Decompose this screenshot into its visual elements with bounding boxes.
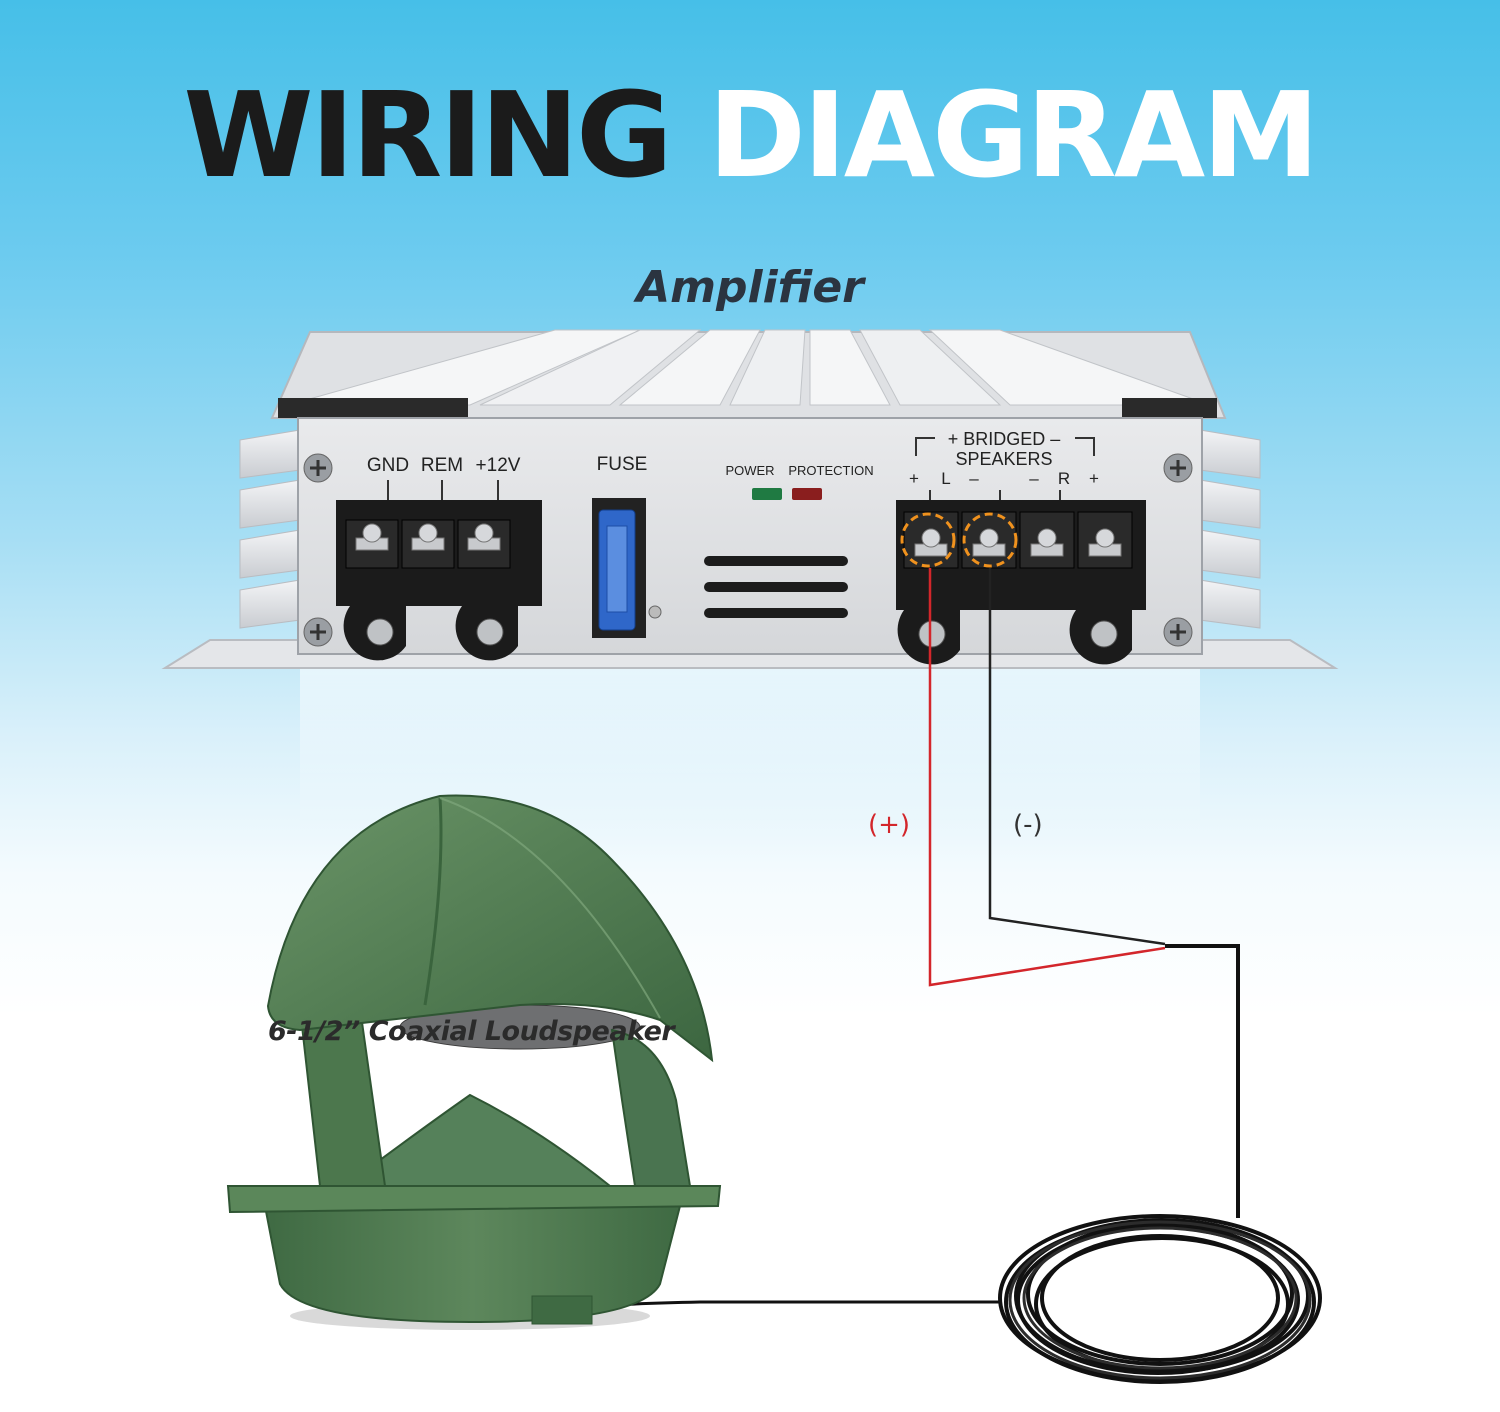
protection-led bbox=[792, 488, 822, 500]
speaker-label: 6-1/2” Coaxial Loudspeaker bbox=[268, 1016, 675, 1047]
positive-terminal-highlight bbox=[900, 512, 956, 568]
polarity-mark: L bbox=[941, 469, 950, 488]
power-terminal-block bbox=[336, 500, 542, 661]
positive-wire-label: (+) bbox=[868, 810, 911, 840]
polarity-mark: + bbox=[1089, 469, 1099, 488]
protection-indicator-label: PROTECTION bbox=[788, 463, 873, 478]
polarity-mark: R bbox=[1058, 469, 1070, 488]
speaker-dome-ridge bbox=[423, 797, 443, 1006]
vent-slots bbox=[704, 556, 848, 618]
speakers-label: SPEAKERS bbox=[955, 449, 1052, 469]
fuse-label: FUSE bbox=[597, 454, 648, 475]
loudspeaker bbox=[226, 794, 722, 1330]
power-label-leaders bbox=[387, 480, 499, 500]
speaker-terminal-block bbox=[896, 500, 1146, 665]
speaker-dome-highlight bbox=[439, 797, 661, 1019]
cable-coil bbox=[998, 1214, 1322, 1384]
speaker-diffuser bbox=[341, 1093, 613, 1187]
speaker-cable-lead bbox=[1165, 944, 1240, 1218]
bridged-label: + BRIDGED – bbox=[948, 429, 1061, 449]
gnd-label: GND bbox=[367, 455, 409, 476]
speaker-label-leaders bbox=[929, 490, 1061, 500]
speaker-base bbox=[263, 1205, 682, 1324]
polarity-mark: – bbox=[1029, 469, 1039, 488]
polarity-mark: – bbox=[969, 469, 979, 488]
polarity-mark: + bbox=[909, 469, 919, 488]
positive-wire bbox=[928, 568, 1166, 987]
amplifier: GND REM +12V FUSE bbox=[161, 329, 1339, 838]
negative-wire bbox=[988, 568, 1166, 946]
amplifier-side-fins bbox=[239, 429, 1261, 629]
page-title: WIRING DIAGRAM bbox=[0, 70, 1500, 200]
title-word-wiring: WIRING bbox=[183, 66, 672, 204]
rem-label: REM bbox=[421, 455, 463, 476]
panel-screws bbox=[303, 453, 1193, 647]
speaker-dome-cap bbox=[266, 794, 714, 1063]
plus12v-label: +12V bbox=[476, 455, 521, 476]
speaker-pillar-right bbox=[610, 1028, 692, 1187]
amplifier-label: Amplifier bbox=[636, 262, 864, 313]
power-led bbox=[752, 488, 782, 500]
negative-terminal-highlight bbox=[962, 512, 1018, 568]
speaker-cable-port bbox=[531, 1295, 593, 1325]
power-indicator-label: POWER bbox=[725, 463, 774, 478]
fuse-holder bbox=[592, 498, 662, 638]
amplifier-heatsink bbox=[270, 329, 1227, 419]
negative-wire-label: (-) bbox=[1013, 810, 1043, 840]
title-word-diagram: DIAGRAM bbox=[707, 66, 1320, 204]
polarity-markings: + L – – R + bbox=[909, 469, 1099, 488]
bridged-bracket bbox=[915, 437, 1095, 456]
